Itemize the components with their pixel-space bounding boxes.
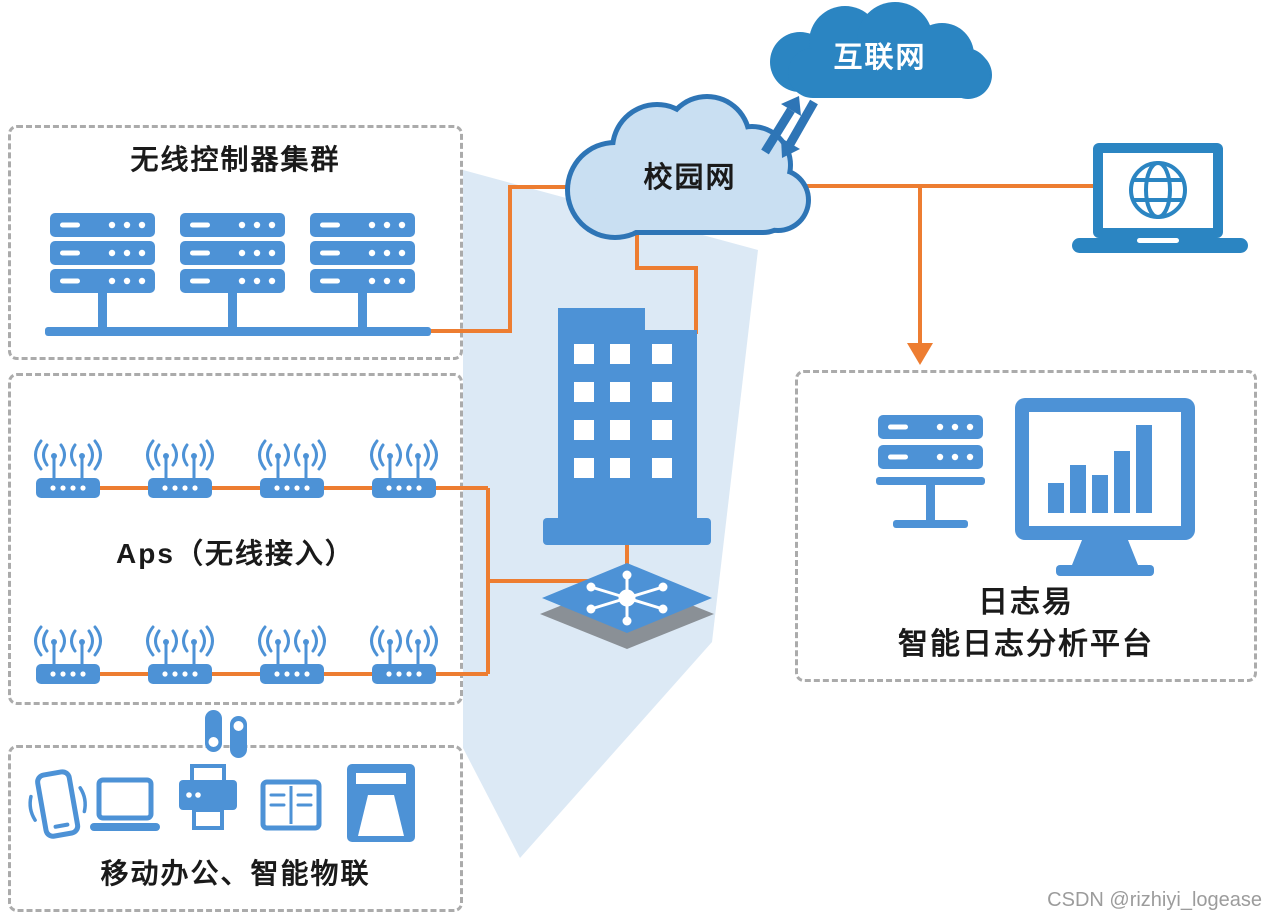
iot-toggle-icons (205, 710, 247, 758)
internet-cloud-label: 互联网 (833, 42, 927, 74)
campus-cloud-label: 校园网 (643, 162, 737, 194)
smartphone-icon (28, 769, 87, 839)
platform-title-line1: 日志易 (978, 586, 1074, 619)
platform-arrowhead (907, 343, 933, 365)
network-switch-icon (540, 563, 714, 649)
bar-chart-monitor-icon (1015, 398, 1195, 576)
aps-box-title: Aps（无线接入） (116, 538, 355, 569)
aps-box (8, 373, 463, 705)
printer-icon (179, 764, 237, 830)
controller-box-title: 无线控制器集群 (130, 144, 341, 175)
link-campus-building (635, 224, 698, 334)
ebook-reader-icon (260, 779, 322, 831)
device-icons (28, 710, 415, 842)
internet-cloud (770, 2, 992, 99)
controller-bus-bar (45, 327, 431, 336)
log-server-icon (876, 415, 985, 528)
laptop-icon (90, 777, 160, 831)
building-icon (543, 308, 711, 545)
link-controllers-campus (430, 185, 600, 333)
network-links (100, 184, 1100, 676)
laptop-globe-icon (1072, 143, 1248, 253)
elevator-gate-icon (347, 764, 415, 842)
platform-title-line2: 智能日志分析平台 (898, 628, 1154, 661)
devices-box-title: 移动办公、智能物联 (100, 858, 371, 889)
monitor-bar-chart (1048, 425, 1152, 513)
server-stack-icon (50, 213, 415, 293)
watermark: CSDN @rizhiyi_logease (1047, 889, 1262, 911)
up-down-arrows-icon (761, 96, 818, 158)
globe-icon (1129, 161, 1187, 219)
campus-cloud (565, 94, 811, 240)
controller-cluster-icons (45, 213, 431, 336)
